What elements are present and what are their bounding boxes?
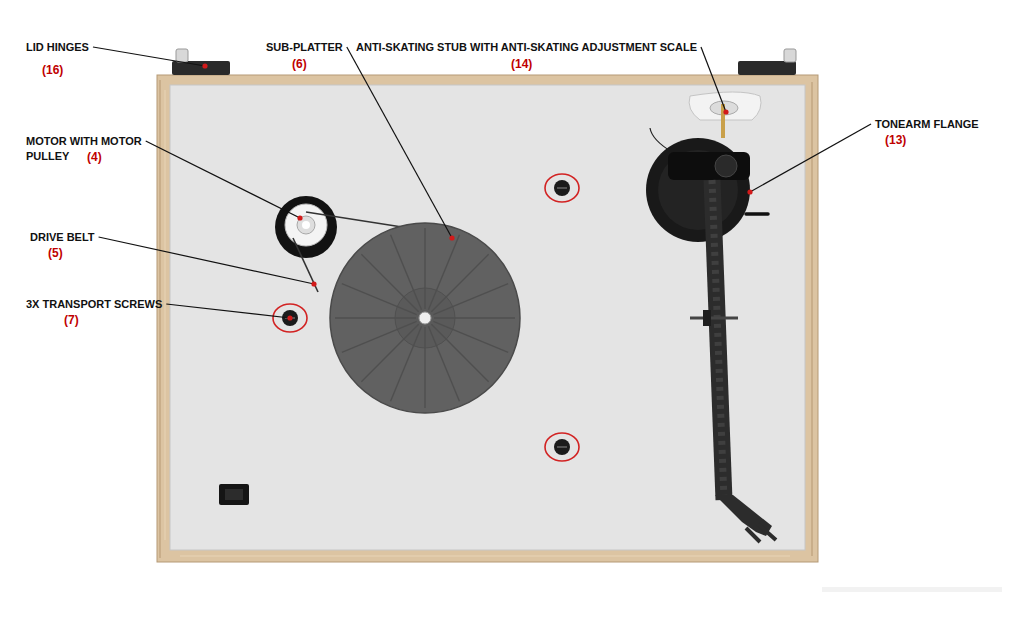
platter-disc — [330, 223, 520, 413]
screw-slot — [557, 446, 567, 447]
spindle — [419, 312, 431, 324]
screw — [554, 180, 570, 196]
callout-number: (14) — [511, 57, 532, 72]
top-panel — [170, 85, 805, 550]
pulley-hub — [297, 216, 315, 234]
hinge-pin — [176, 49, 188, 62]
leader-line — [166, 304, 290, 318]
platter-spoke — [424, 228, 425, 309]
finger-lift — [746, 524, 776, 542]
callout-number: (13) — [885, 133, 906, 148]
wood-grain — [180, 556, 790, 557]
screw-highlight — [273, 304, 307, 332]
power-switch — [219, 484, 249, 505]
part-name: LID HINGES — [26, 40, 89, 55]
leader-dot — [449, 235, 454, 240]
tonearm-flange — [646, 138, 750, 242]
leader-line — [347, 47, 452, 238]
switch-body — [219, 484, 249, 505]
motor — [275, 196, 337, 258]
screw-highlight — [545, 174, 579, 202]
callout-number: (7) — [64, 313, 79, 328]
part-name: SUB-PLATTER — [266, 40, 343, 55]
hinge-pin — [784, 49, 796, 62]
shadow-bar — [822, 587, 1002, 592]
leader-line — [93, 47, 205, 66]
platter-spoke — [434, 317, 515, 318]
wood-grain — [811, 82, 813, 556]
cue-lever — [746, 212, 768, 216]
callout-number: (5) — [48, 246, 63, 261]
arm-rest-post — [703, 310, 711, 326]
wood-frame — [157, 75, 818, 562]
part-name: DRIVE BELT — [30, 230, 95, 245]
screw-highlight — [545, 433, 579, 461]
transport-screws — [273, 174, 579, 461]
leader-line — [99, 237, 314, 284]
tonearm — [646, 92, 776, 542]
wood-grain — [159, 80, 161, 558]
sub-platter — [330, 223, 520, 413]
leader-dot — [747, 189, 752, 194]
leader-dot — [311, 281, 316, 286]
carbon-weave — [712, 180, 724, 500]
leader-line — [750, 124, 871, 192]
screw-slot — [557, 187, 567, 188]
motor-pulley — [285, 204, 327, 246]
leader-line — [146, 141, 300, 218]
pulley-center — [302, 221, 310, 229]
platter-spoke — [424, 327, 425, 408]
callout-number: (16) — [42, 63, 63, 78]
platter-spoke — [433, 284, 508, 315]
platter-spoke — [391, 235, 422, 310]
bearing-cap — [715, 155, 737, 177]
screw — [554, 439, 570, 455]
leader-dot — [297, 215, 302, 220]
platter-spoke — [342, 321, 417, 352]
hinge — [738, 61, 796, 75]
platter-spoke — [335, 317, 416, 318]
arm-rest — [690, 317, 738, 320]
plinth — [157, 75, 818, 562]
part-name: TONEARM FLANGE — [875, 117, 979, 132]
screw — [282, 310, 298, 326]
motor-housing — [275, 196, 337, 258]
switch-rocker — [225, 489, 243, 500]
belt — [293, 238, 318, 292]
belt — [306, 212, 402, 227]
callout-number: (4) — [87, 150, 102, 165]
platter-spoke — [428, 326, 459, 401]
hinge — [172, 61, 230, 75]
anti-skating-stub — [689, 92, 761, 120]
part-name: 3X TRANSPORT SCREWS — [26, 297, 162, 312]
leader-dot — [287, 315, 292, 320]
leader-dot — [202, 63, 207, 68]
callout-number: (6) — [292, 57, 307, 72]
wood-grain — [165, 90, 166, 540]
leader-dot — [723, 109, 728, 114]
part-name: ANTI-SKATING STUB WITH ANTI-SKATING ADJU… — [356, 40, 697, 55]
leader-line — [701, 47, 726, 112]
arm-tube — [712, 180, 724, 500]
arm-bearing — [668, 152, 750, 180]
